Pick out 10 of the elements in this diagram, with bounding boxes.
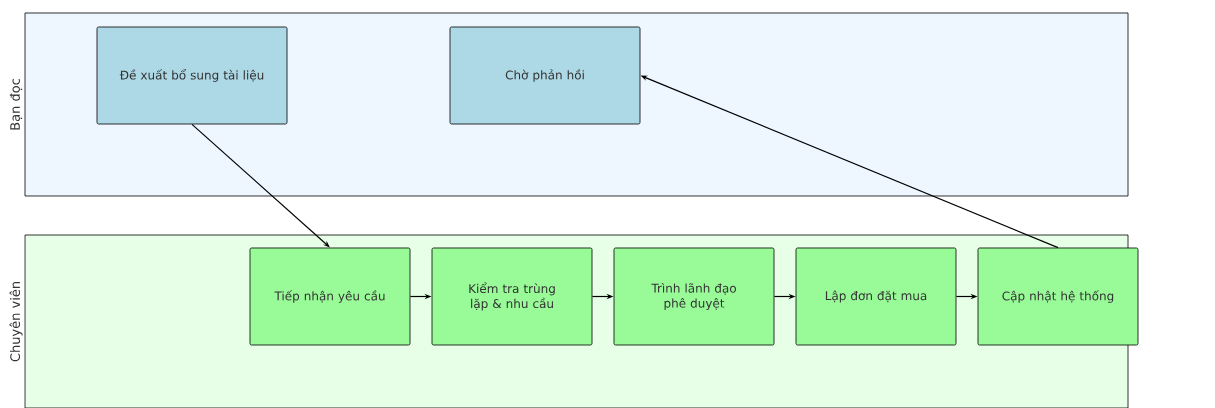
process-box: Lập đơn đặt mua	[795, 247, 957, 346]
process-box: Chờ phản hồi	[449, 26, 641, 125]
process-box: Cập nhật hệ thống	[977, 247, 1139, 346]
process-box: Tiếp nhận yêu cầu	[249, 247, 411, 346]
process-box: Trình lãnh đạo phê duyệt	[613, 247, 775, 346]
process-box: Đề xuất bổ sung tài liệu	[96, 26, 288, 125]
process-box: Kiểm tra trùng lặp & nhu cầu	[431, 247, 593, 346]
arrow	[191, 123, 330, 248]
node-label: Chuyên viên	[9, 282, 23, 362]
node-label: Bạn đọc	[9, 79, 23, 130]
